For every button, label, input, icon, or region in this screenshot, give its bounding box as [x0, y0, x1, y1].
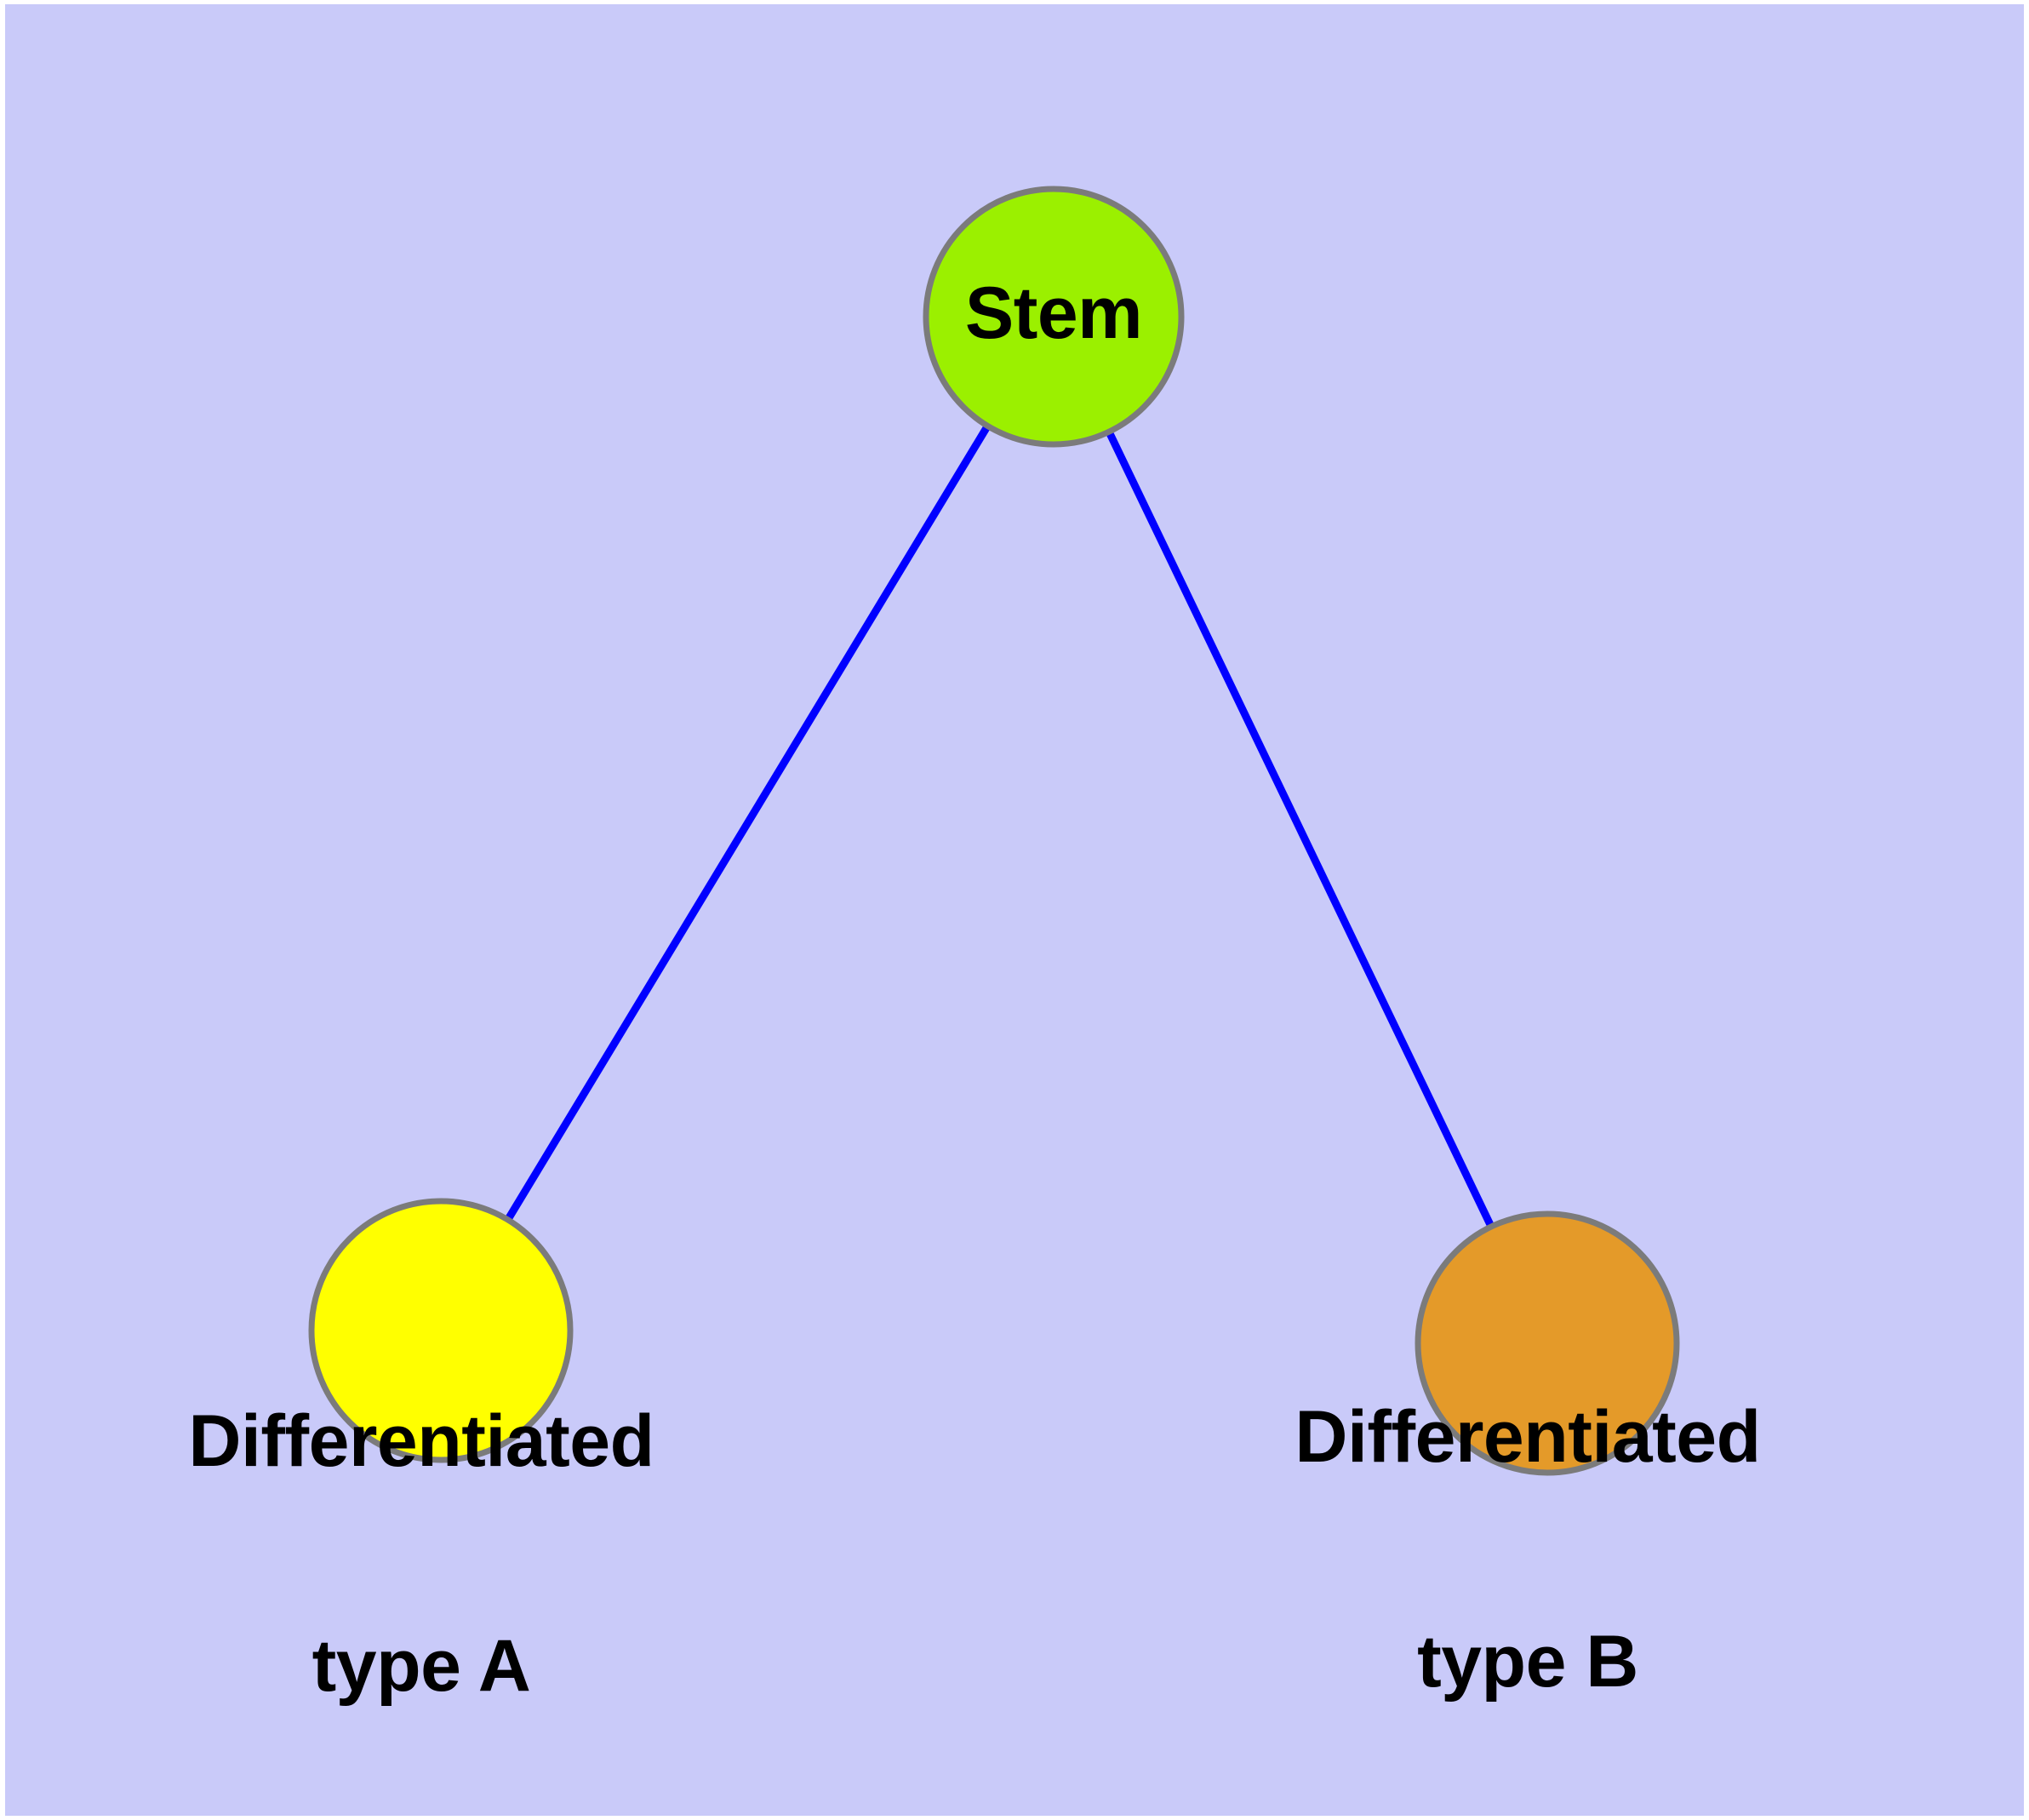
node-differentiated-type-b[interactable] — [1415, 1210, 1680, 1476]
node-differentiated-type-a[interactable] — [308, 1198, 574, 1463]
edge-stem-to-differentiated-type-a[interactable] — [437, 314, 1057, 1333]
edge-stem-to-differentiated-type-b[interactable] — [1049, 315, 1552, 1345]
node-layer — [308, 186, 1680, 1476]
edge-layer — [437, 314, 1552, 1345]
node-stem[interactable] — [923, 186, 1185, 448]
